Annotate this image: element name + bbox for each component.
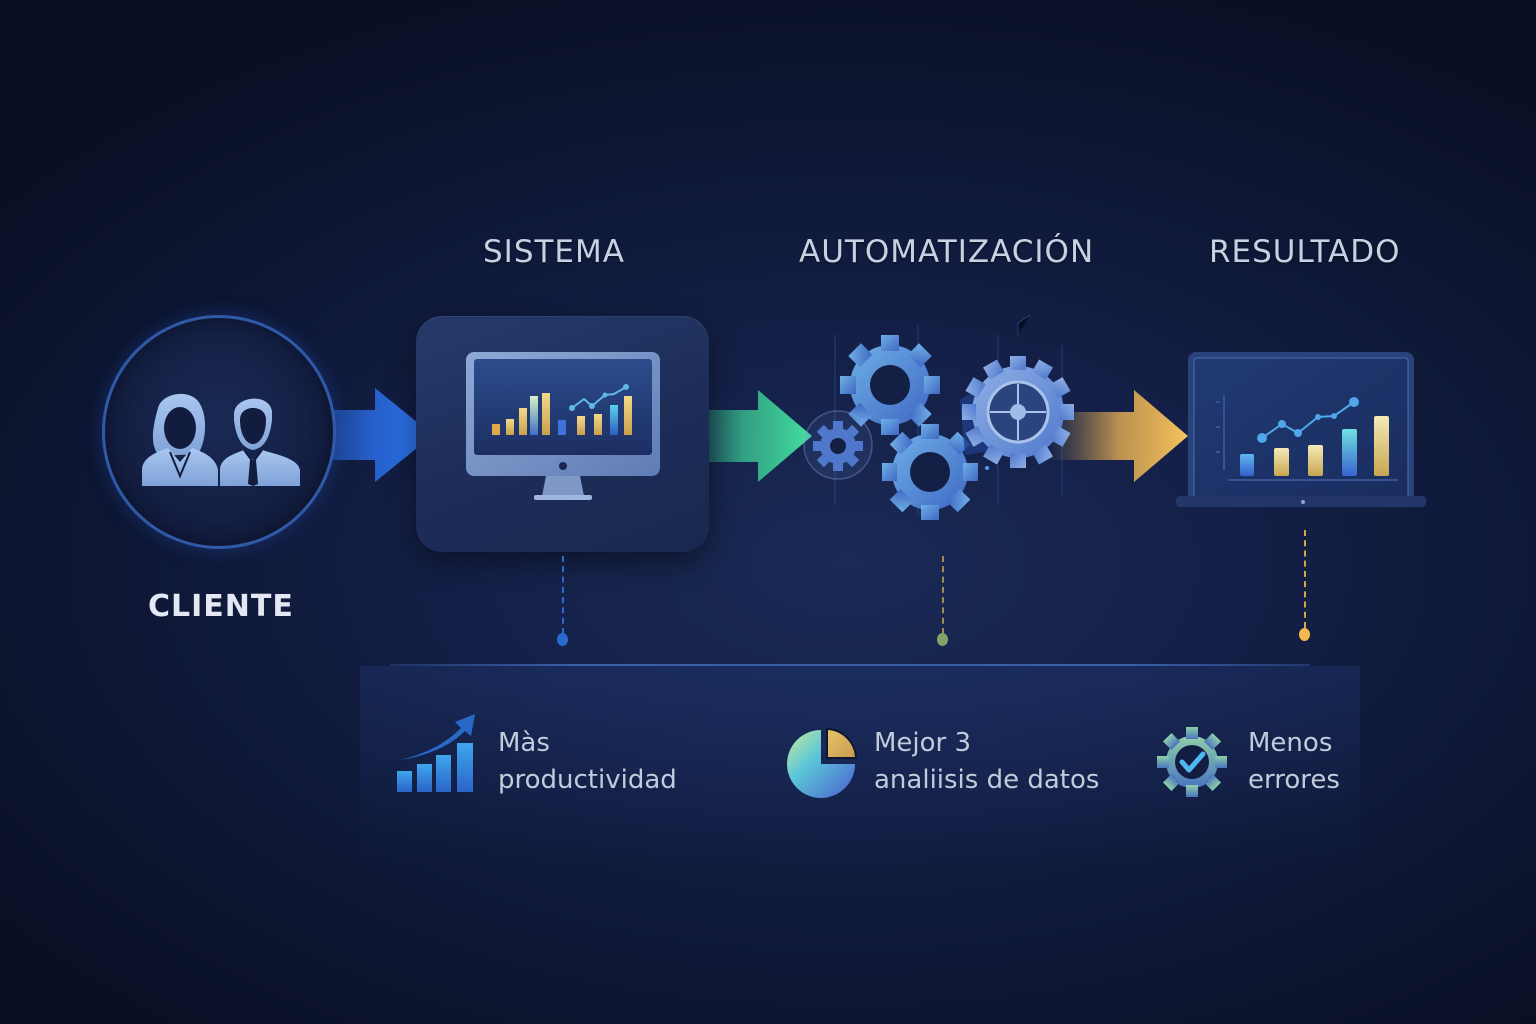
users-icon: [142, 393, 300, 486]
benefit-productividad: Màs productividad: [498, 725, 677, 799]
timeline-marker-sistema: [557, 633, 568, 646]
pie-chart-icon: [787, 727, 858, 798]
benefit-analisis-line1: Mejor 3: [874, 728, 972, 758]
stage-title-sistema: SISTEMA: [483, 234, 625, 270]
sistema-node: [416, 316, 709, 552]
benefit-productividad-line2: productividad: [498, 765, 677, 795]
stage-title-automatizacion: AUTOMATIZACIÓN: [799, 234, 1095, 270]
benefit-productividad-line1: Màs: [498, 728, 550, 758]
stage-title-resultado: RESULTADO: [1209, 234, 1401, 270]
laptop-chart-icon: [1176, 352, 1426, 507]
benefit-errores: Menos errores: [1248, 725, 1340, 799]
gears-icon: [803, 314, 1074, 520]
benefit-analisis: Mejor 3 analiisis de datos: [874, 725, 1099, 799]
benefit-analisis-line2: analiisis de datos: [874, 765, 1100, 795]
arrow-automatizacion-to-resultado: [1050, 390, 1188, 482]
gear-top: [840, 335, 940, 435]
timeline-connector-sistema: [562, 556, 564, 634]
stage-title-cliente: CLIENTE: [148, 589, 294, 624]
timeline-line: [390, 664, 1310, 666]
timeline-connector-resultado: [1304, 530, 1306, 628]
timeline-marker-automatizacion: [937, 633, 948, 646]
gear-check-icon: [1157, 727, 1227, 797]
monitor-chart-icon: [466, 352, 660, 500]
benefit-errores-line2: errores: [1248, 765, 1340, 795]
timeline-marker-resultado: [1299, 628, 1310, 641]
timeline-connector-automatizacion: [942, 556, 944, 634]
cliente-node: [102, 315, 336, 549]
growth-bars-icon: [397, 714, 475, 792]
benefit-errores-line1: Menos: [1248, 728, 1333, 758]
